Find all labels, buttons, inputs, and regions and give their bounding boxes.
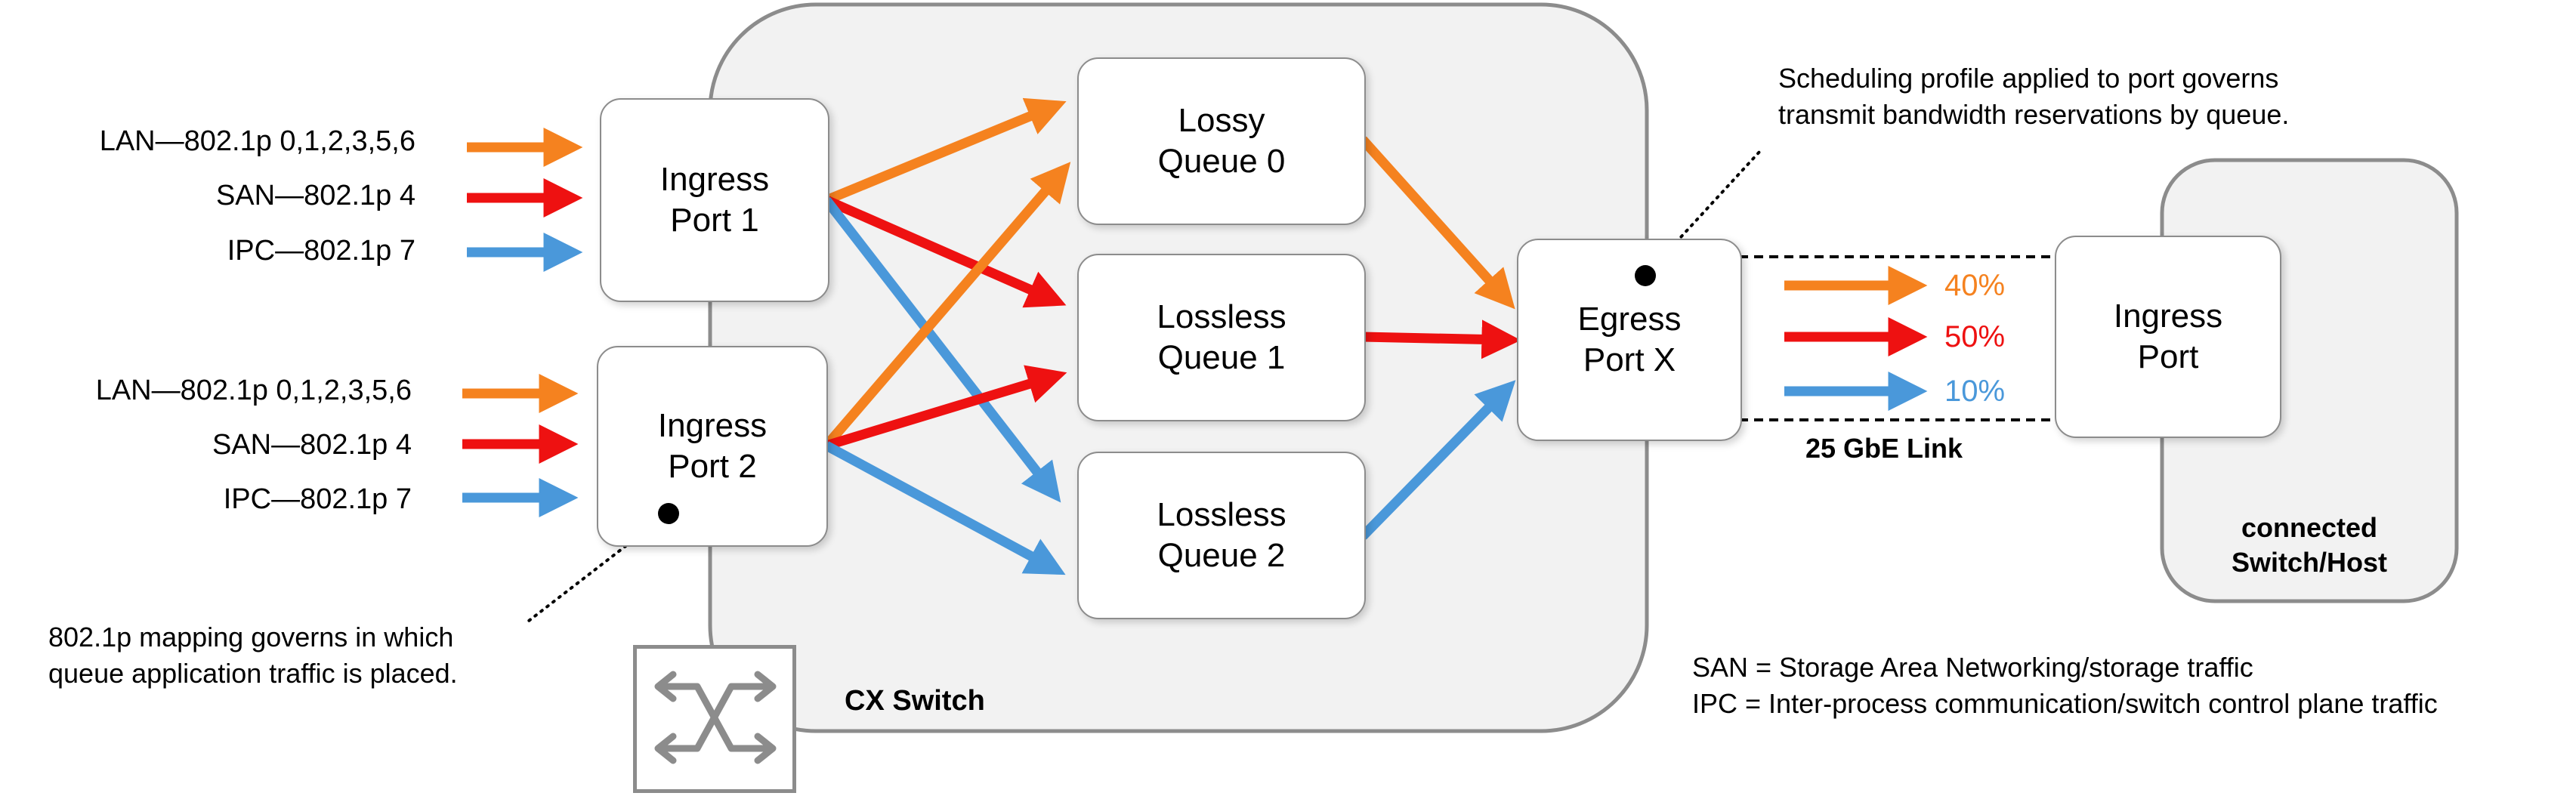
arrow-p1-q2 — [822, 197, 1061, 503]
remote-ingress-port-line1: Ingress — [2113, 298, 2223, 335]
ingress-port-2-line1: Ingress — [657, 407, 768, 444]
queue-0-line1: Lossy — [1178, 102, 1265, 139]
scheduling-note-line1: Scheduling profile applied to port gover… — [1778, 63, 2279, 94]
legend-ipc: IPC = Inter-process communication/switch… — [1692, 688, 2438, 719]
mapping-callout-dot — [658, 503, 679, 524]
ingress-port-1-line2: Port 1 — [670, 202, 759, 239]
bandwidth-lan-value: 40% — [1944, 269, 2006, 302]
group1-san-label: SAN—802.1p 4 — [215, 180, 415, 211]
scheduling-note: Scheduling profile applied to port gover… — [1778, 60, 2289, 133]
scheduling-note-line2: transmit bandwidth reservations by queue… — [1778, 99, 2290, 130]
arrow-p1-q1 — [824, 196, 1067, 308]
switch-icon-glyph — [654, 671, 777, 764]
arrow-p2-q1 — [825, 365, 1067, 451]
arrow-p2-q0 — [823, 162, 1071, 449]
group1-lan-label: LAN—802.1p 0,1,2,3,5,6 — [99, 125, 415, 157]
bandwidth-san-value: 50% — [1944, 320, 2006, 353]
queue-2-line2: Queue 2 — [1157, 537, 1286, 574]
mapping-note-line1: 802.1p mapping governs in which — [48, 622, 454, 653]
queue-0: Lossy Queue 0 — [1077, 57, 1366, 225]
remote-ingress-port: Ingress Port — [2055, 236, 2281, 438]
legend-san: SAN = Storage Area Networking/storage tr… — [1692, 652, 2253, 683]
group2-lan-label: LAN—802.1p 0,1,2,3,5,6 — [95, 375, 412, 406]
mapping-note: 802.1p mapping governs in which queue ap… — [48, 619, 458, 692]
ingress-port-1: Ingress Port 1 — [600, 98, 829, 302]
group1-ipc-label: IPC—802.1p 7 — [227, 235, 415, 267]
queue-1-line2: Queue 1 — [1157, 339, 1286, 376]
mapping-note-line2: queue application traffic is placed. — [48, 658, 458, 689]
egress-port-x: Egress Port X — [1517, 239, 1742, 441]
switch-icon — [633, 645, 796, 793]
ingress-port-2-line2: Port 2 — [668, 448, 757, 485]
remote-ingress-port-line2: Port — [2137, 338, 2199, 375]
queue-2: Lossless Queue 2 — [1077, 452, 1366, 619]
group2-ipc-label: IPC—802.1p 7 — [223, 483, 412, 515]
arrow-q2-egress — [1359, 380, 1516, 540]
legend-note: SAN = Storage Area Networking/storage tr… — [1692, 649, 2438, 722]
ingress-port-2: Ingress Port 2 — [597, 346, 828, 547]
arrow-q1-egress — [1362, 319, 1521, 359]
cx-switch-label: CX Switch — [845, 685, 985, 717]
arrow-p2-q2 — [823, 441, 1066, 575]
queue-2-line1: Lossless — [1157, 496, 1286, 533]
ingress-port-1-line1: Ingress — [659, 161, 770, 198]
queue-0-line2: Queue 0 — [1157, 143, 1286, 180]
queue-1: Lossless Queue 1 — [1077, 254, 1366, 421]
callout-line-scheduling — [1644, 150, 1762, 277]
queue-1-line1: Lossless — [1157, 298, 1286, 335]
egress-port-x-line1: Egress — [1577, 301, 1682, 338]
arrow-p1-q0 — [824, 97, 1067, 205]
scheduling-callout-dot — [1635, 265, 1656, 286]
bandwidth-ipc-value: 10% — [1944, 375, 2006, 408]
group2-san-label: SAN—802.1p 4 — [212, 429, 412, 461]
egress-port-x-line2: Port X — [1583, 341, 1676, 378]
link-label: 25 GbE Link — [1805, 433, 1963, 464]
arrow-q0-egress — [1359, 136, 1515, 310]
connected-host-label: connected Switch/Host — [2231, 512, 2387, 578]
